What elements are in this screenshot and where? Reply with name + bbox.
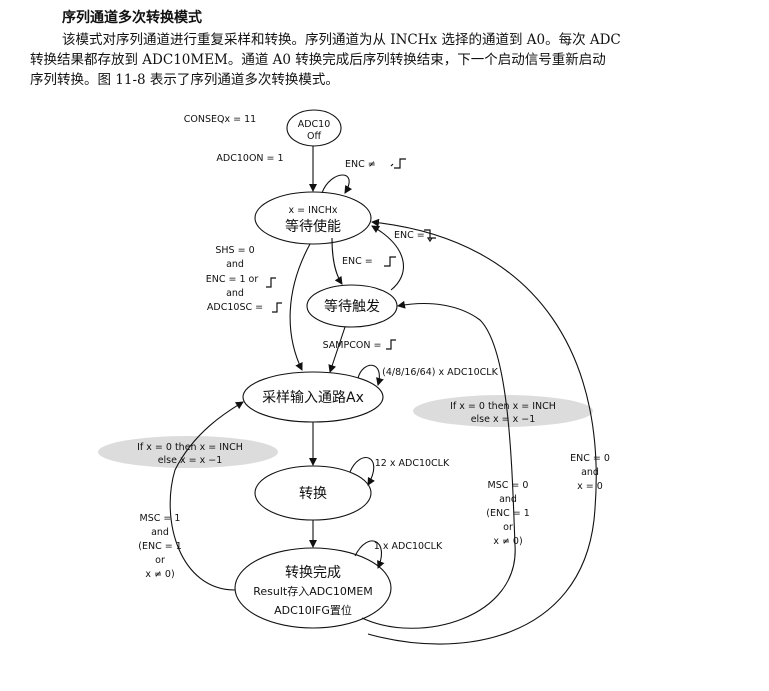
sample-clk-label: (4/8/16/64) x ADC10CLK — [382, 367, 498, 378]
body-line-1: 该模式对序列通道进行重复采样和转换。序列通道为从 INCHx 选择的通道到 A0… — [62, 32, 621, 48]
enc-rise-label: ENC = — [342, 256, 373, 267]
arrow-wait-enable-to-trigger — [331, 237, 343, 285]
msc-left-line-1: MSC = 1 — [140, 513, 181, 524]
arrow-done-to-wait-enable — [367, 218, 597, 645]
right-note-line-2: else x = x −1 — [471, 414, 536, 425]
conseq-label: CONSEQx = 11 — [184, 114, 256, 125]
enc0-line-2: and — [581, 467, 599, 478]
wait-enable-line-2: 等待使能 — [285, 218, 341, 235]
convert-state-label: 转换 — [299, 485, 327, 502]
off-state-line-1: ADC10 — [298, 119, 331, 130]
done-line-1: 转换完成 — [285, 564, 341, 581]
done-line-3: ADC10IFG置位 — [274, 603, 352, 617]
right-note-ellipse — [413, 395, 593, 427]
wait-trigger-label: 等待触发 — [324, 298, 380, 315]
wait-enable-line-1: x = INCHx — [289, 205, 338, 216]
arrow-wait-enable-to-sample — [289, 243, 311, 371]
enc-not-label: ENC ≠ — [345, 159, 376, 170]
left-note-line-2: else x = x −1 — [158, 455, 223, 466]
left-note-ellipse — [98, 436, 278, 468]
msc-left-line-5: x ≠ 0) — [145, 569, 174, 580]
shs-line-5: ADC10SC = — [207, 302, 263, 313]
body-line-2: 转换结果都存放到 ADC10MEM。通道 A0 转换完成后序列转换结束，下一个启… — [30, 52, 606, 68]
convert-clk-label: 12 x ADC10CLK — [375, 458, 450, 469]
right-note-line-1: If x = 0 then x = INCH — [450, 401, 556, 412]
arrow-done-self-loop — [354, 540, 385, 569]
state-wait-trigger — [306, 284, 398, 328]
shs-line-4: and — [226, 288, 244, 299]
state-conversion-done — [234, 547, 392, 629]
section-title: 序列通道多次转换模式 — [62, 10, 202, 26]
done-clk-label: 1 x ADC10CLK — [374, 541, 443, 552]
arrow-convert-self-loop — [349, 457, 375, 486]
msc-left-line-3: (ENC = 1 — [138, 541, 182, 552]
msc-left-line-4: or — [155, 555, 165, 566]
shs-line-3: ENC = 1 or — [206, 274, 259, 285]
sample-state-label: 采样输入通路Ax — [262, 390, 364, 406]
msc-right-line-5: x ≠ 0) — [493, 536, 522, 547]
msc-right-line-4: or — [503, 522, 513, 533]
state-adc10-off — [286, 109, 342, 147]
msc-right-line-3: (ENC = 1 — [486, 508, 530, 519]
msc-left-line-2: and — [151, 527, 169, 538]
arrow-sample-self-loop — [357, 364, 384, 386]
enc-fall-label: ENC = — [394, 230, 425, 241]
msc-right-line-1: MSC = 0 — [488, 480, 529, 491]
edge-symbols — [266, 158, 436, 350]
body-line-3: 序列转换。图 11-8 表示了序列通道多次转换模式。 — [30, 72, 339, 88]
arrow-done-to-sample — [169, 401, 244, 591]
state-wait-enable — [254, 191, 372, 245]
enc0-line-1: ENC = 0 — [570, 453, 610, 464]
arrow-trigger-to-wait-enable — [371, 225, 405, 291]
arrow-done-to-trigger — [361, 300, 516, 629]
adc10on-label: ADC10ON = 1 — [216, 153, 283, 164]
sampcon-label: SAMPCON = — [323, 340, 382, 351]
shs-line-2: and — [226, 259, 244, 270]
done-line-2: Result存入ADC10MEM — [253, 584, 373, 598]
msc-right-line-2: and — [499, 494, 517, 505]
left-note-line-1: If x = 0 then x = INCH — [137, 442, 243, 453]
shs-line-1: SHS = 0 — [215, 245, 254, 256]
off-state-line-2: Off — [307, 131, 321, 142]
arrow-enc-self-loop — [321, 174, 353, 194]
enc0-line-3: x = 0 — [577, 481, 603, 492]
arrow-trigger-to-sample — [328, 326, 346, 373]
